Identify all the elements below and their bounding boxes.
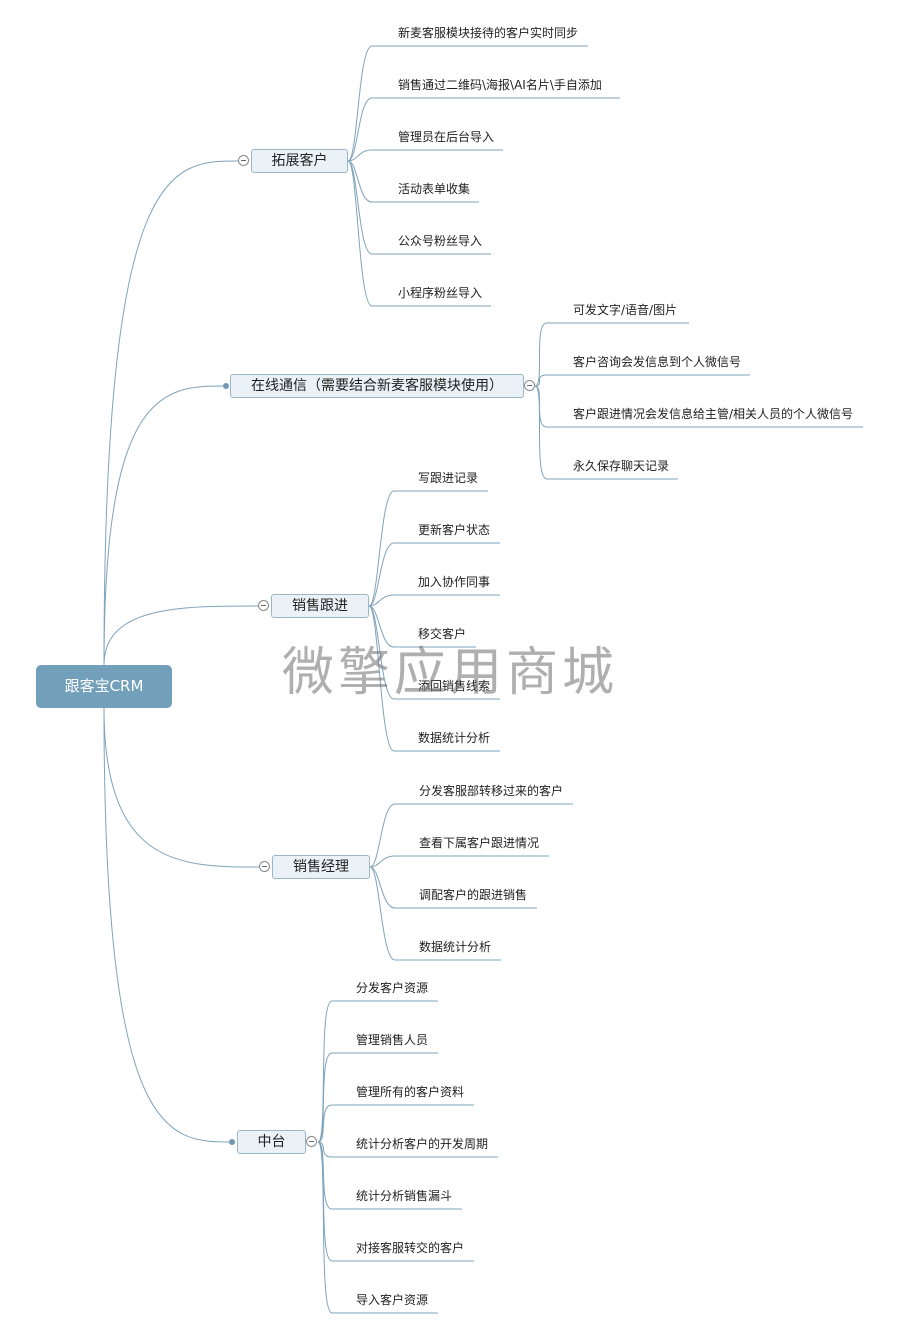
leaf-node[interactable]: 客户咨询会发信息到个人微信号 <box>573 355 742 369</box>
connector-line <box>368 594 395 607</box>
leaf-node[interactable]: 更新客户状态 <box>418 523 491 537</box>
leaf-node[interactable]: 添回销售线索 <box>418 679 491 693</box>
leaf-node[interactable]: 新麦客服模块接待的客户实时同步 <box>398 26 579 40</box>
connector-line <box>369 803 396 868</box>
connector-dot <box>229 1139 235 1145</box>
leaf-node[interactable]: 永久保存聊天记录 <box>573 459 670 473</box>
connector-line <box>369 866 396 961</box>
leaf-node[interactable]: 数据统计分析 <box>418 731 491 745</box>
connector-line <box>347 160 373 255</box>
leaf-node[interactable]: 数据统计分析 <box>419 940 492 954</box>
connector-line <box>317 1000 333 1143</box>
connector-line <box>368 605 395 648</box>
leaf-node[interactable]: 分发客服部转移过来的客户 <box>419 784 564 798</box>
collapse-toggle-icon[interactable] <box>238 155 249 166</box>
connector-line <box>103 707 260 868</box>
leaf-node[interactable]: 管理销售人员 <box>356 1033 429 1047</box>
leaf-node[interactable]: 活动表单收集 <box>398 182 471 196</box>
collapse-toggle-icon[interactable] <box>524 380 535 391</box>
connector-line <box>368 605 395 700</box>
leaf-node[interactable]: 分发客户资源 <box>356 981 429 995</box>
collapse-toggle-icon[interactable] <box>306 1136 317 1147</box>
connector-line <box>103 605 259 666</box>
connector-line <box>103 707 233 1143</box>
branch-node-expand-customers[interactable]: 拓展客户 <box>251 149 348 173</box>
connector-line <box>347 160 373 307</box>
watermark-text: 微擎应用商城 <box>282 643 619 703</box>
leaf-node[interactable]: 管理员在后台导入 <box>398 130 495 144</box>
leaf-node[interactable]: 加入协作同事 <box>418 575 491 589</box>
leaf-node[interactable]: 对接客服转交的客户 <box>356 1241 465 1255</box>
leaf-node[interactable]: 管理所有的客户资料 <box>356 1085 465 1099</box>
branch-node-middle-platform[interactable]: 中台 <box>237 1130 306 1154</box>
connector-line <box>369 866 396 909</box>
root-node[interactable]: 跟客宝CRM <box>36 665 172 708</box>
leaf-node[interactable]: 可发文字/语音/图片 <box>573 303 678 317</box>
branch-node-sales-manager[interactable]: 销售经理 <box>272 855 370 879</box>
connector-line <box>368 605 395 752</box>
leaf-node[interactable]: 移交客户 <box>418 627 467 641</box>
leaf-node[interactable]: 统计分析客户的开发周期 <box>356 1137 489 1151</box>
connector-line <box>103 160 239 666</box>
connector-line <box>368 490 395 607</box>
connector-line <box>534 385 548 480</box>
connector-line <box>347 160 373 203</box>
connector-line <box>534 385 548 428</box>
connector-line <box>317 1052 333 1143</box>
connector-line <box>347 149 373 162</box>
connector-line <box>317 1141 333 1314</box>
connector-line <box>103 385 227 666</box>
leaf-node[interactable]: 小程序粉丝导入 <box>398 286 483 300</box>
connector-line <box>369 855 396 868</box>
leaf-node[interactable]: 写跟进记录 <box>418 471 479 485</box>
connector-line <box>347 45 373 162</box>
connector-line <box>534 322 548 387</box>
collapse-toggle-icon[interactable] <box>258 600 269 611</box>
connector-line <box>347 97 373 162</box>
branch-node-online-communication[interactable]: 在线通信（需要结合新麦客服模块使用） <box>230 374 524 398</box>
branch-node-sales-followup[interactable]: 销售跟进 <box>271 594 369 618</box>
connector-line <box>317 1104 333 1143</box>
leaf-node[interactable]: 统计分析销售漏斗 <box>356 1189 453 1203</box>
leaf-node[interactable]: 查看下属客户跟进情况 <box>419 836 540 850</box>
leaf-node[interactable]: 客户跟进情况会发信息给主管/相关人员的个人微信号 <box>573 407 854 421</box>
connector-line <box>317 1141 333 1262</box>
connector-dot <box>223 383 229 389</box>
leaf-node[interactable]: 导入客户资源 <box>356 1293 429 1307</box>
leaf-node[interactable]: 公众号粉丝导入 <box>398 234 483 248</box>
connector-line <box>368 542 395 607</box>
leaf-node[interactable]: 调配客户的跟进销售 <box>419 888 528 902</box>
collapse-toggle-icon[interactable] <box>259 861 270 872</box>
leaf-node[interactable]: 销售通过二维码\海报\AI名片\手自添加 <box>398 78 602 92</box>
connector-line <box>534 374 548 387</box>
connector-line <box>317 1141 333 1210</box>
